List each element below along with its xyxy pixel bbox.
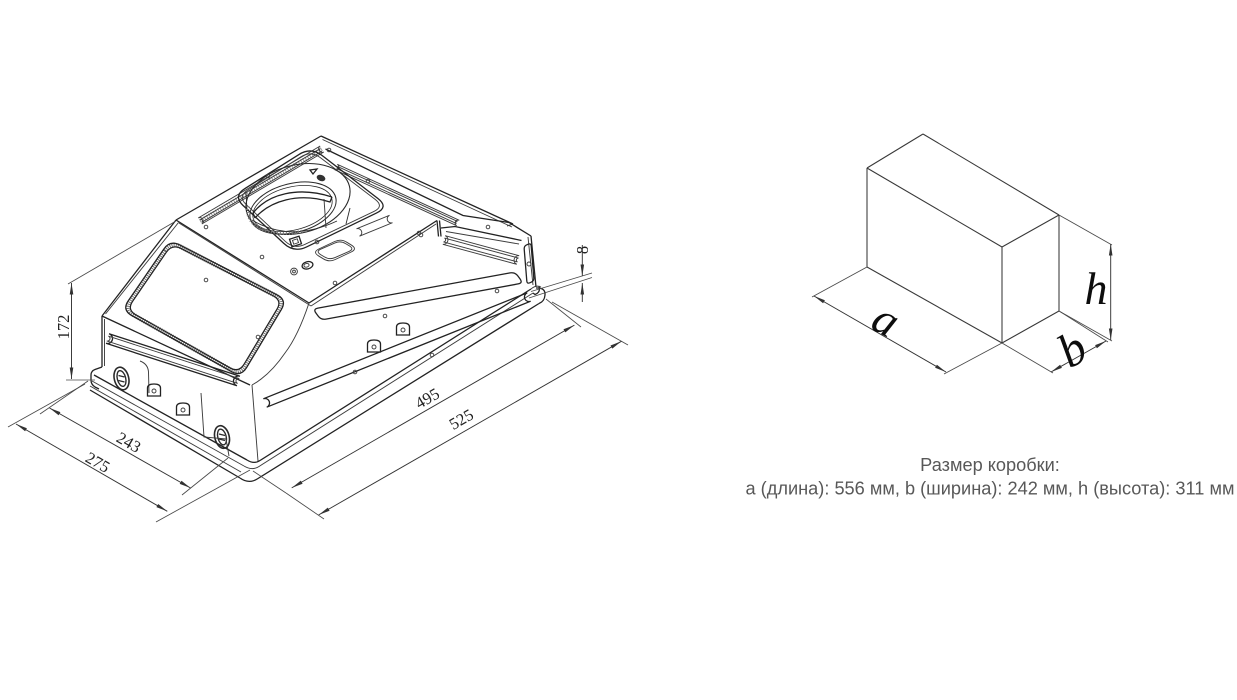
svg-text:Размер коробки:: Размер коробки:	[920, 455, 1060, 475]
svg-text:h: h	[1085, 263, 1108, 314]
svg-text:172: 172	[54, 315, 73, 340]
svg-text:8: 8	[573, 246, 592, 254]
svg-text:a (длина): 556 мм, b (ширина):: a (длина): 556 мм, b (ширина): 242 мм, h…	[746, 479, 1235, 499]
